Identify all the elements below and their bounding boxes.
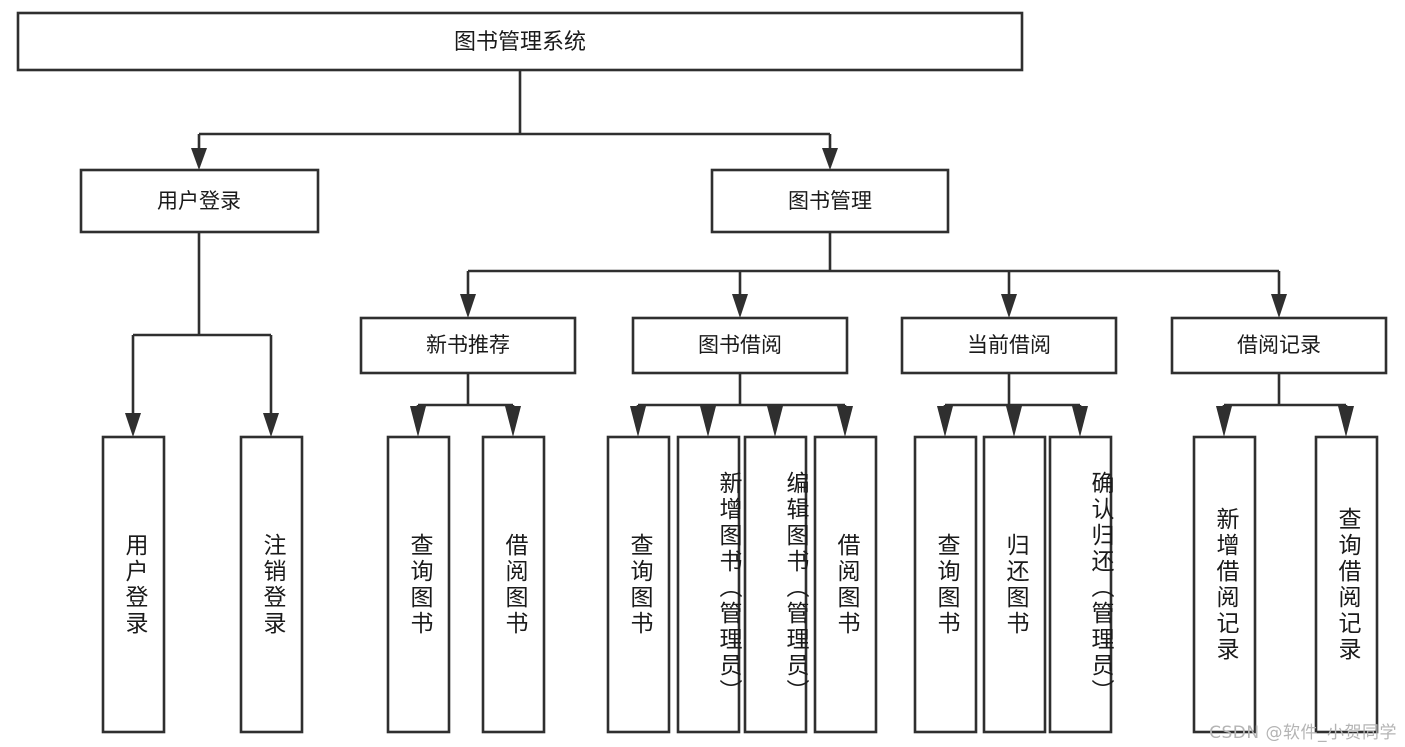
arrowhead-leaf-current-borrow-2 xyxy=(1072,406,1088,437)
arrowhead-leaf-book-borrow-0 xyxy=(630,406,646,437)
arrowhead-current-borrow xyxy=(1001,294,1017,318)
leaf-book-borrow-1[interactable] xyxy=(676,435,741,734)
node-borrow-record-label: 借阅记录 xyxy=(1237,333,1321,357)
leaf-book-borrow-2[interactable] xyxy=(743,435,808,734)
leaf-borrow-record-1[interactable] xyxy=(1314,435,1379,734)
arrowhead-leaf-new-book-0 xyxy=(410,406,426,437)
leaf-new-book-1[interactable] xyxy=(481,435,546,734)
node-book-management[interactable] xyxy=(710,168,950,234)
arrowhead-leaf-book-borrow-3 xyxy=(837,406,853,437)
edge-group-borrow-record xyxy=(1216,373,1354,437)
edge-group-new-book xyxy=(410,373,521,437)
edge-group-root xyxy=(191,70,838,170)
node-new-book-recommend[interactable] xyxy=(359,316,577,375)
arrowhead-new-book xyxy=(460,294,476,318)
arrowhead-book-borrow xyxy=(732,294,748,318)
node-new-book-recommend-label: 新书推荐 xyxy=(426,333,510,357)
csdn-watermark: CSDN @软件_小贺同学 xyxy=(1209,723,1397,743)
node-book-borrow[interactable] xyxy=(631,316,849,375)
leaf-book-borrow-3[interactable] xyxy=(813,435,878,734)
leaf-user-login-0[interactable] xyxy=(101,435,166,734)
leaf-book-borrow-0[interactable] xyxy=(606,435,671,734)
edge-group-book-borrow xyxy=(630,373,853,437)
node-current-borrow-label: 当前借阅 xyxy=(967,333,1051,357)
node-borrow-record[interactable] xyxy=(1170,316,1388,375)
node-user-login[interactable] xyxy=(79,168,320,234)
arrowhead-borrow-record xyxy=(1271,294,1287,318)
arrowhead-user-login xyxy=(191,148,207,170)
node-root[interactable] xyxy=(16,11,1024,72)
leaf-current-borrow-1[interactable] xyxy=(982,435,1047,734)
node-book-borrow-label: 图书借阅 xyxy=(698,333,782,357)
leaf-current-borrow-2[interactable] xyxy=(1048,435,1113,734)
leaf-user-login-1[interactable] xyxy=(239,435,304,734)
arrowhead-book-mgmt xyxy=(822,148,838,170)
edge-group-current-borrow xyxy=(937,373,1088,437)
arrowhead-leaf-current-borrow-1 xyxy=(1006,406,1022,437)
arrowhead-leaf-user-login-1 xyxy=(263,413,279,437)
edge-group-book-mgmt xyxy=(460,232,1287,318)
arrowhead-leaf-user-login-0 xyxy=(125,413,141,437)
arrowhead-leaf-book-borrow-1 xyxy=(700,406,716,437)
arrowhead-leaf-new-book-1 xyxy=(505,406,521,437)
node-book-management-label: 图书管理 xyxy=(788,189,872,213)
leaf-borrow-record-0[interactable] xyxy=(1192,435,1257,734)
leaf-current-borrow-0[interactable] xyxy=(913,435,978,734)
arrowhead-leaf-current-borrow-0 xyxy=(937,406,953,437)
arrowhead-leaf-borrow-record-1 xyxy=(1338,406,1354,437)
leaf-new-book-0[interactable] xyxy=(386,435,451,734)
node-current-borrow[interactable] xyxy=(900,316,1118,375)
arrowhead-leaf-book-borrow-2 xyxy=(767,406,783,437)
edge-group-user-login xyxy=(125,232,279,437)
node-root-label: 图书管理系统 xyxy=(454,30,586,55)
node-user-login-label: 用户登录 xyxy=(157,189,241,213)
arrowhead-leaf-borrow-record-0 xyxy=(1216,406,1232,437)
